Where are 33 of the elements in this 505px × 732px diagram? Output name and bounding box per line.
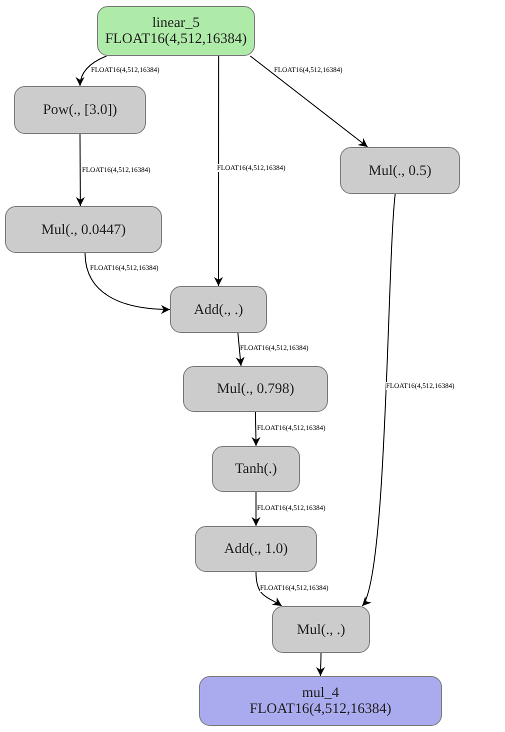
- arrow: [76, 134, 85, 206]
- operation-node: [212, 446, 300, 492]
- arrow: [214, 56, 223, 286]
- arrow: [76, 56, 107, 86]
- arrow: [251, 412, 260, 446]
- node-label: linear_5: [152, 15, 200, 31]
- node-label: mul_4: [302, 685, 340, 701]
- operation-node: [170, 286, 267, 333]
- arrow: [256, 572, 282, 606]
- operation-node: [199, 676, 442, 726]
- node-label: Mul(., 0.798): [216, 381, 294, 397]
- operation-node: [272, 606, 370, 653]
- operation-node: [195, 526, 317, 572]
- node-label: Tanh(.): [234, 461, 278, 477]
- node-label: Mul(., 0.0447): [41, 222, 126, 238]
- arrow: [84, 252, 170, 314]
- arrow: [250, 56, 368, 148]
- arrow: [316, 652, 326, 676]
- node-label: Pow(., [3.0]): [42, 102, 118, 118]
- node-label: Mul(., 0.5): [368, 162, 432, 178]
- arrow: [252, 492, 260, 526]
- node-label: Add(., 1.0): [224, 541, 288, 557]
- operation-node: [183, 366, 328, 412]
- arrow: [362, 194, 396, 606]
- operation-node: [14, 86, 146, 134]
- operation-node: [340, 147, 460, 194]
- node-label: FLOAT16(4,512,16384): [250, 701, 392, 717]
- arrow: [236, 332, 245, 366]
- operation-node: [97, 6, 255, 56]
- node-label: Mul(., .): [296, 622, 346, 638]
- operation-node: [5, 206, 162, 253]
- node-label: FLOAT16(4,512,16384): [105, 31, 247, 47]
- node-label: Add(., .): [194, 302, 244, 318]
